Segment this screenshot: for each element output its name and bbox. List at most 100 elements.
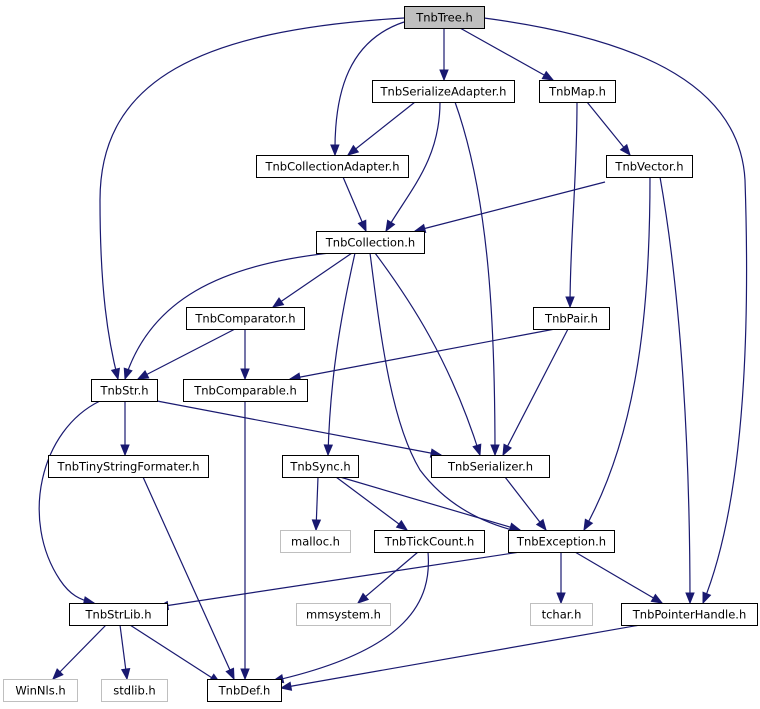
node-label: malloc.h: [291, 535, 340, 549]
edge-comparator-str: [137, 328, 236, 380]
edge-vector-coll: [414, 181, 606, 232]
node-tick[interactable]: TnbTickCount.h: [374, 530, 485, 553]
node-label: TnbTickCount.h: [384, 535, 475, 549]
edge-colladp-coll-arrowhead: [357, 219, 367, 233]
node-box: [296, 603, 391, 626]
edge-map-vector: [586, 101, 631, 156]
node-map[interactable]: TnbMap.h: [539, 80, 616, 103]
edge-tree-ptrhandle-arrowhead: [702, 591, 712, 605]
edge-map-pair-arrowhead: [565, 296, 575, 309]
node-tree[interactable]: TnbTree.h: [404, 6, 485, 29]
edge-tick-def: [272, 551, 430, 682]
node-label: TnbPointerHandle.h: [632, 608, 746, 622]
edge-serialadp-colladp-arrowhead: [346, 144, 360, 156]
edge-tree-serialadp-arrowhead: [439, 69, 449, 82]
edge-coll-str: [124, 252, 331, 380]
edge-vector-ptrhandle-arrowhead: [685, 592, 695, 605]
edge-coll-serializer-arrowhead: [472, 443, 482, 457]
node-label: TnbTinyStringFormater.h: [56, 460, 199, 474]
node-serializer[interactable]: TnbSerializer.h: [431, 455, 550, 478]
node-label: TnbTree.h: [415, 11, 473, 25]
node-label: TnbCollection.h: [325, 236, 415, 250]
node-strlib[interactable]: TnbStrLib.h: [69, 603, 168, 626]
edge-sync-exception: [339, 476, 521, 531]
edge-tiny-def: [142, 476, 235, 680]
edge-tree-ptrhandle: [483, 17, 748, 604]
node-pair[interactable]: TnbPair.h: [533, 307, 610, 330]
edge-tree-colladp: [334, 21, 405, 156]
node-label: TnbSync.h: [289, 460, 350, 474]
node-label: TnbStrLib.h: [85, 608, 152, 622]
edge-coll-str-arrowhead: [123, 367, 133, 381]
edge-tick-mmsystem-arrowhead: [356, 592, 370, 604]
node-coll[interactable]: TnbCollection.h: [316, 231, 425, 254]
edge-strlib-stdlib-arrowhead: [120, 667, 131, 681]
node-box: [621, 603, 758, 626]
edge-exception-ptrhandle: [574, 551, 663, 604]
edge-tree-str-arrowhead: [110, 367, 121, 381]
edge-coll-sync: [327, 252, 356, 456]
node-label: TnbStr.h: [99, 384, 148, 398]
node-label: WinNls.h: [15, 684, 65, 698]
node-mmsystem: mmsystem.h: [296, 603, 391, 626]
node-tchar: tchar.h: [530, 603, 593, 626]
edge-sync-tick: [335, 476, 408, 531]
node-comparator[interactable]: TnbComparator.h: [186, 307, 305, 330]
edge-map-pair: [569, 101, 578, 308]
edge-layer: [38, 17, 748, 691]
node-box: [186, 307, 305, 330]
edge-serialadp-serializer-arrowhead: [490, 444, 500, 457]
node-box: [282, 455, 359, 478]
node-sync[interactable]: TnbSync.h: [282, 455, 359, 478]
node-label: TnbPair.h: [544, 312, 598, 326]
node-winnls: WinNls.h: [3, 679, 78, 702]
node-label: TnbSerializer.h: [447, 460, 533, 474]
edge-strlib-def: [129, 624, 221, 684]
node-str[interactable]: TnbStr.h: [91, 379, 158, 402]
node-serialadp[interactable]: TnbSerializeAdapter.h: [372, 80, 515, 103]
node-box: [101, 679, 168, 702]
node-box: [508, 530, 615, 553]
node-label: TnbMap.h: [548, 85, 606, 99]
edge-vector-exception-arrowhead: [583, 518, 594, 532]
edge-str-tiny-arrowhead: [120, 444, 130, 457]
edge-ptrhandle-def-arrowhead: [279, 681, 293, 691]
node-def[interactable]: TnbDef.h: [207, 679, 282, 702]
node-box: [539, 80, 616, 103]
node-box: [280, 530, 351, 553]
edge-str-serializer: [156, 400, 442, 456]
node-stdlib: stdlib.h: [101, 679, 168, 702]
edge-tree-map-arrowhead: [541, 70, 555, 81]
node-label: TnbComparable.h: [193, 384, 297, 398]
node-colladp[interactable]: TnbCollectionAdapter.h: [256, 155, 409, 178]
edge-serialadp-serializer: [454, 101, 496, 456]
node-label: mmsystem.h: [306, 608, 381, 622]
edge-coll-comparator-arrowhead: [271, 297, 285, 308]
node-exception[interactable]: TnbException.h: [508, 530, 615, 553]
edge-comparator-comparable-arrowhead: [240, 368, 250, 381]
edge-tiny-def-arrowhead: [225, 667, 235, 681]
node-tiny[interactable]: TnbTinyStringFormater.h: [48, 455, 209, 478]
edge-str-strlib: [38, 400, 101, 604]
edge-vector-exception: [583, 176, 651, 531]
edge-coll-exception: [369, 252, 521, 533]
edge-map-vector-arrowhead: [619, 143, 631, 157]
node-ptrhandle[interactable]: TnbPointerHandle.h: [621, 603, 758, 626]
node-label: TnbException.h: [516, 535, 606, 549]
node-label: TnbVector.h: [614, 160, 683, 174]
node-label: TnbCollectionAdapter.h: [264, 160, 399, 174]
edge-coll-comparator: [272, 252, 353, 308]
edge-tree-colladp-arrowhead: [330, 144, 340, 157]
edge-vector-ptrhandle: [659, 176, 691, 604]
node-comparable[interactable]: TnbComparable.h: [183, 379, 308, 402]
node-vector[interactable]: TnbVector.h: [606, 155, 693, 178]
edge-serializer-exception-arrowhead: [535, 518, 547, 532]
node-malloc: malloc.h: [280, 530, 351, 553]
edge-pair-serializer: [502, 328, 569, 456]
edge-comparator-str-arrowhead: [136, 369, 150, 380]
edge-coll-sync-arrowhead: [323, 444, 334, 457]
node-box: [374, 530, 485, 553]
edge-serialadp-colladp: [347, 101, 416, 156]
